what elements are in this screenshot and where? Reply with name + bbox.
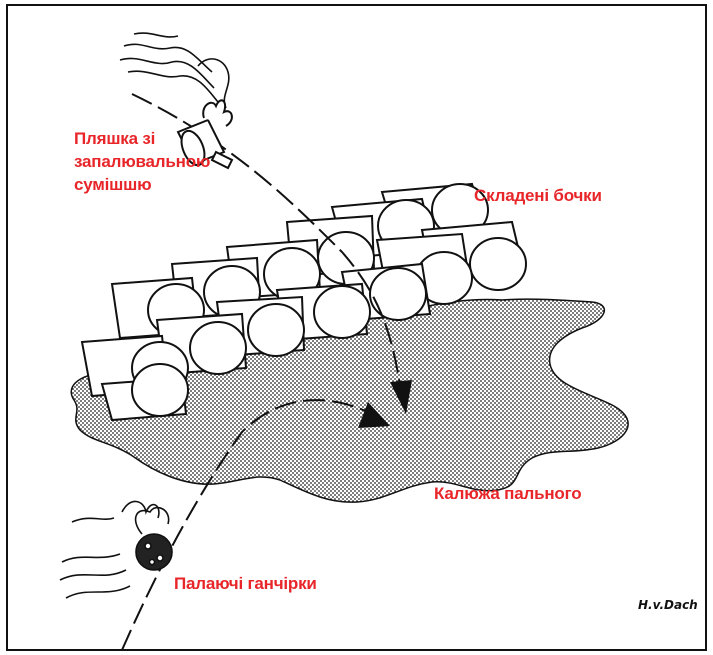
artist-signature: H.v.Dach	[638, 598, 698, 612]
barrels-label: Складені бочки	[474, 184, 602, 207]
diagram-canvas	[8, 6, 705, 649]
bottle-label-line3: сумішшю	[74, 173, 151, 196]
bottle-label-line2: запалювальною	[74, 150, 210, 173]
illustration-frame: Пляшка зі запалювальною сумішшю Складені…	[6, 4, 707, 651]
puddle-label: Калюжа пального	[434, 482, 581, 505]
burning-rags-icon	[60, 501, 172, 598]
bottle-label-line1: Пляшка зі	[74, 127, 155, 150]
rags-label: Палаючі ганчірки	[174, 572, 317, 595]
